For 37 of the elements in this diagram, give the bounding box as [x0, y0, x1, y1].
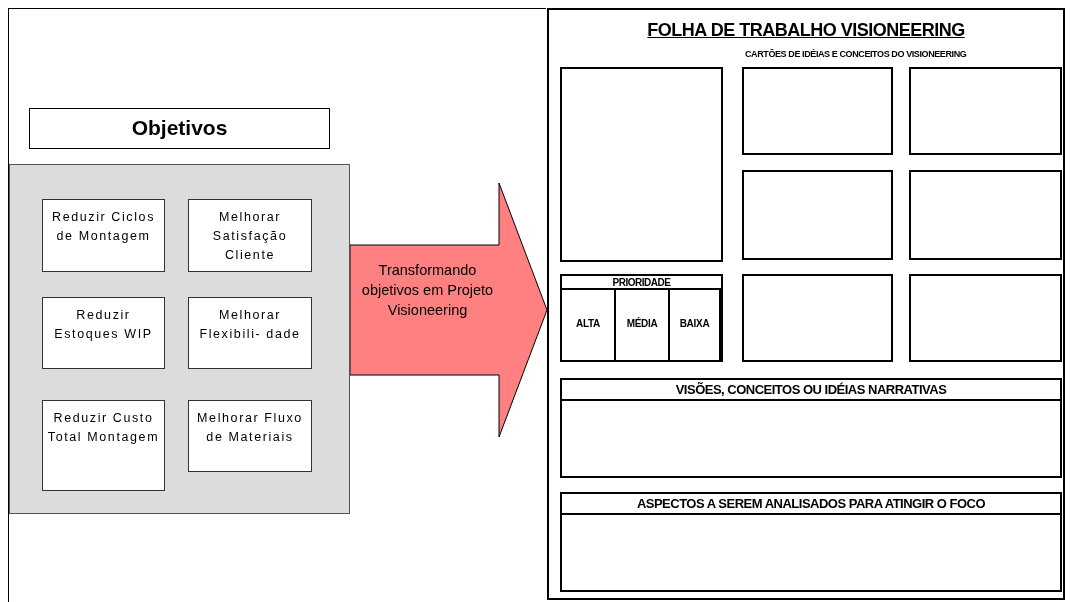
card-slot	[909, 67, 1062, 155]
goal-box	[188, 297, 312, 369]
section-box	[560, 378, 1062, 478]
block-arrow	[349, 182, 548, 438]
priority-level: BAIXA	[678, 318, 711, 329]
card-slot	[909, 274, 1062, 362]
goal-text: Melhorar Satisfação Cliente	[211, 209, 289, 264]
cards-caption: CARTÕES DE IDÉIAS E CONCEITOS DO VISIONEERING	[745, 49, 968, 59]
goal-text: Melhorar Fluxo de Materiais	[196, 410, 304, 446]
goal-text: Reduzir Custo Total Montagem	[47, 410, 160, 446]
section-heading: ASPECTOS A SEREM ANALISADOS PARA ATINGIR O FOCO	[562, 494, 1060, 515]
goal-box	[42, 297, 165, 369]
arrow-label: Transformando objetivos em Projeto Visioneering	[360, 261, 495, 320]
priority-table	[560, 274, 723, 362]
priority-level: ALTA	[575, 318, 601, 329]
goal-box	[188, 199, 312, 272]
outer-frame	[8, 8, 546, 602]
goal-box	[42, 199, 165, 272]
card-slot	[742, 274, 893, 362]
section-box	[560, 492, 1062, 592]
section-heading: VISÕES, CONCEITOS OU IDÉIAS NARRATIVAS	[562, 380, 1060, 401]
card-slot	[742, 67, 893, 155]
objectives-heading: Objetivos	[130, 116, 229, 140]
worksheet-frame	[547, 8, 1065, 600]
objectives-panel	[9, 164, 350, 514]
goal-text: Melhorar Flexibili- dade	[198, 307, 302, 343]
worksheet-title: FOLHA DE TRABALHO VISIONEERING	[646, 20, 966, 41]
priority-level: MÉDIA	[625, 318, 659, 329]
card-slot	[560, 67, 723, 262]
goal-box	[42, 400, 165, 491]
goal-box	[188, 400, 312, 472]
card-slot	[742, 170, 893, 260]
priority-heading: PRIORIDADE	[562, 276, 721, 290]
goal-text: Reduzir Ciclos de Montagem	[51, 209, 156, 245]
card-slot	[909, 170, 1062, 260]
goal-text: Reduzir Estoques WIP	[53, 307, 154, 343]
heading-box	[29, 108, 330, 149]
